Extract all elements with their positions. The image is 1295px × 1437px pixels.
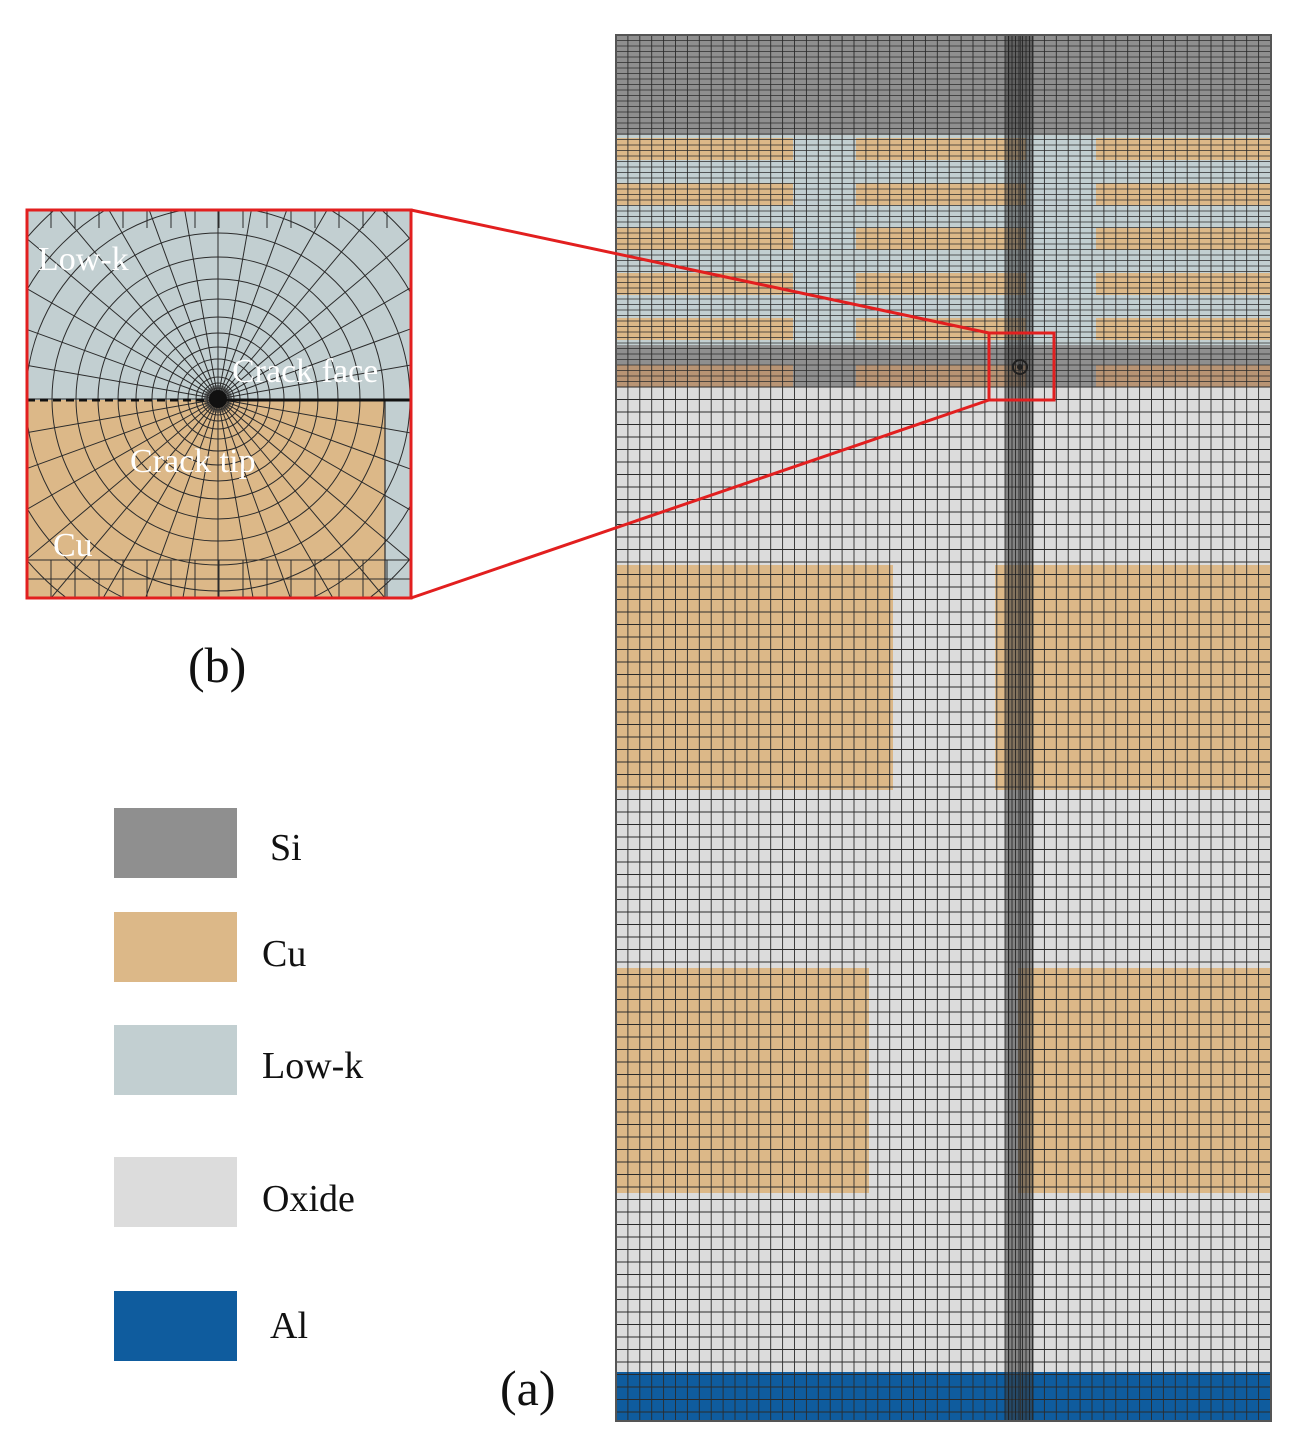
legend-label-al: Al [270, 1305, 308, 1347]
crack-tip-inset [27, 210, 411, 598]
radial-spoke [217, 210, 378, 400]
radial-spoke [58, 210, 219, 400]
inset-label-crack-face: Crack face [232, 353, 378, 390]
radial-spoke [27, 398, 219, 510]
oxide-body [616, 387, 1271, 1372]
radial-spoke [217, 398, 411, 512]
model-border [615, 34, 1272, 1422]
legend-swatch-si [114, 808, 237, 878]
legend-swatch-cu [114, 912, 237, 982]
radial-spoke [217, 398, 411, 470]
radial-spoke [184, 210, 219, 400]
radial-spoke [217, 398, 291, 598]
legend-swatch-oxide [114, 1157, 237, 1227]
callout-box [987, 331, 1056, 402]
radial-spoke [217, 328, 411, 400]
legend-label-oxide: Oxide [262, 1178, 355, 1220]
inset-low-k-region [27, 210, 411, 400]
crack-tip-dot [1017, 364, 1023, 370]
radial-spoke [217, 364, 411, 400]
radial-spoke [217, 398, 411, 562]
inset-label-cu: Cu [53, 527, 93, 564]
radial-spoke [108, 210, 219, 400]
radial-spoke [102, 398, 219, 598]
legend-label-cu: Cu [262, 933, 306, 975]
radial-spoke [27, 328, 219, 400]
radial-spoke [217, 398, 334, 598]
inset-label-crack-tip: Crack tip [130, 443, 256, 480]
radial-spoke [217, 210, 288, 400]
inset-cu-region [27, 400, 385, 598]
radial-spoke [217, 210, 328, 400]
radial-spoke [27, 398, 219, 560]
inset-label-low-k: Low-k [38, 241, 129, 278]
panel-a-label: (a) [500, 1360, 556, 1416]
legend-label-low-k: Low-k [262, 1045, 363, 1087]
al-pad [616, 1372, 1271, 1421]
legend-label-si: Si [270, 827, 302, 869]
radial-spoke [27, 238, 219, 400]
radial-spoke [27, 364, 219, 400]
radial-spoke [217, 398, 254, 598]
radial-spoke [27, 398, 219, 434]
inset-crack-tip [209, 390, 227, 408]
material-legend: Si Cu Low-k Oxide Al [114, 808, 363, 1361]
legend-swatch-low-k [114, 1025, 237, 1095]
refined-mesh-strip [1004, 35, 1034, 1421]
legend-swatch-al [114, 1291, 237, 1361]
radial-spoke [217, 210, 252, 400]
cu-block-lower-left [616, 968, 869, 1193]
radial-spoke [27, 398, 219, 470]
cu-block-lower-right [1018, 968, 1271, 1193]
material-regions [616, 35, 1271, 1421]
radial-spoke [217, 236, 411, 400]
si-top-layer [616, 35, 1271, 135]
crack-tip-marker [1012, 359, 1028, 375]
callout-line-bottom [410, 398, 990, 600]
radial-spoke [145, 398, 219, 598]
radial-spoke [182, 398, 219, 598]
radial-spoke [27, 288, 219, 400]
radial-spoke [148, 210, 219, 400]
cu-block-upper-left [616, 565, 893, 790]
cu-block-upper-right [995, 565, 1271, 790]
radial-spoke [217, 398, 411, 434]
full-model-mesh [616, 35, 1271, 1421]
radial-spoke [217, 286, 411, 400]
panel-b-label: (b) [188, 637, 246, 693]
inset-border [25, 208, 413, 600]
callout-line-top [410, 208, 990, 335]
